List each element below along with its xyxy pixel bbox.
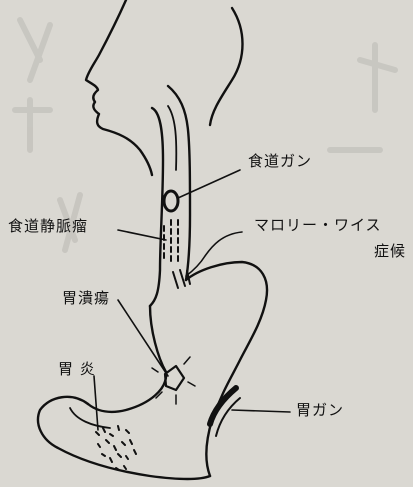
label-gastric-cancer: 胃ガン	[296, 399, 344, 420]
esophageal-cancer-mass	[164, 191, 178, 211]
gastric-ulcer-rays	[152, 357, 195, 404]
label-mallory-weiss-2: 症候	[374, 240, 406, 261]
face-profile	[86, 0, 152, 175]
gastritis-speckles	[96, 426, 136, 470]
stomach-outline	[186, 262, 267, 476]
stomach-lesser-curve	[88, 306, 166, 412]
label-gastritis: 胃 炎	[58, 358, 96, 379]
esophageal-varices	[164, 220, 178, 262]
label-gastric-ulcer: 胃潰瘍	[62, 287, 110, 308]
leader-lines	[94, 170, 290, 430]
gastric-ulcer	[165, 366, 184, 390]
neck-outline	[210, 8, 243, 125]
label-esophageal-varices: 食道静脈瘤	[8, 215, 88, 236]
label-esophageal-cancer: 食道ガン	[248, 150, 312, 171]
esophagus-lumen	[168, 106, 176, 170]
label-mallory-weiss: マロリー・ワイス	[254, 214, 382, 235]
esophagus-left-wall	[150, 108, 163, 306]
